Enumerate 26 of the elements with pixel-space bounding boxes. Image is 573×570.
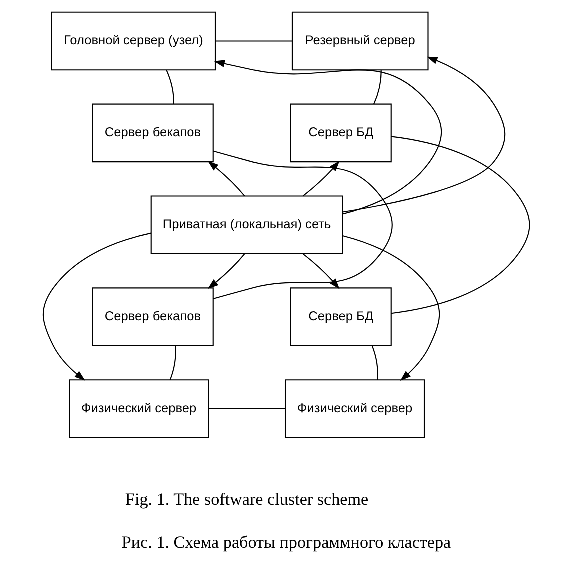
node-box: Сервер бекапов — [92, 104, 214, 163]
node-box: Физический сервер — [284, 380, 426, 438]
arrow — [208, 161, 246, 196]
connector — [372, 346, 378, 380]
node-box: Сервер БД — [290, 288, 392, 346]
connector — [208, 408, 286, 410]
arrow — [342, 56, 506, 213]
connector — [391, 136, 530, 314]
arrow — [302, 160, 340, 197]
node-box: Физический сервер — [69, 380, 210, 438]
arrow — [214, 60, 442, 215]
connector — [213, 150, 393, 300]
node-box: Головной сервер (узел) — [51, 12, 216, 71]
connector — [170, 346, 176, 380]
connector — [216, 40, 292, 42]
arrow — [42, 232, 152, 381]
node-box: Сервер бекапов — [92, 288, 214, 346]
connector — [374, 70, 382, 104]
node-box: Резервный сервер — [292, 12, 429, 71]
label: Fig. 1. The software cluster scheme — [125, 490, 369, 510]
arrow — [208, 254, 246, 290]
caption: Рис. 1. Схема работы программного кластера — [122, 532, 452, 552]
node-box: Сервер БД — [290, 104, 392, 163]
connector — [166, 70, 174, 104]
node-box: Приватная (локальная) сеть — [150, 196, 344, 255]
arrow — [342, 235, 440, 381]
